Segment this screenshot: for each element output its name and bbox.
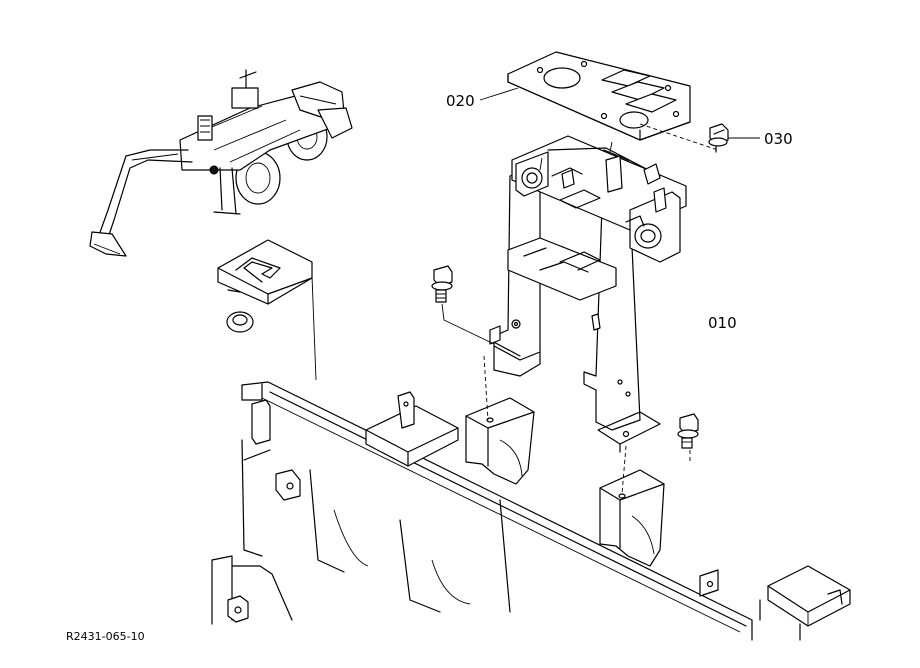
- right-foot-bracket: [599, 469, 665, 567]
- bolt-030: [708, 123, 729, 153]
- callout-020: 020: [446, 92, 475, 110]
- right-bolt: [677, 413, 699, 449]
- left-bolt: [431, 265, 453, 303]
- left-bracket-plate: [217, 239, 317, 381]
- drawing-reference-code: R2431-065-10: [66, 630, 145, 643]
- left-mount-plate: [365, 391, 459, 467]
- callout-010: 010: [708, 314, 737, 332]
- machine-thumbnail: [89, 69, 353, 257]
- top-plate-020: [507, 51, 691, 141]
- leader-lines: [441, 87, 760, 495]
- callout-030: 030: [764, 130, 793, 148]
- main-frame: [211, 381, 851, 641]
- upright-bracket-010: [489, 135, 687, 453]
- left-foot-bracket: [465, 397, 535, 485]
